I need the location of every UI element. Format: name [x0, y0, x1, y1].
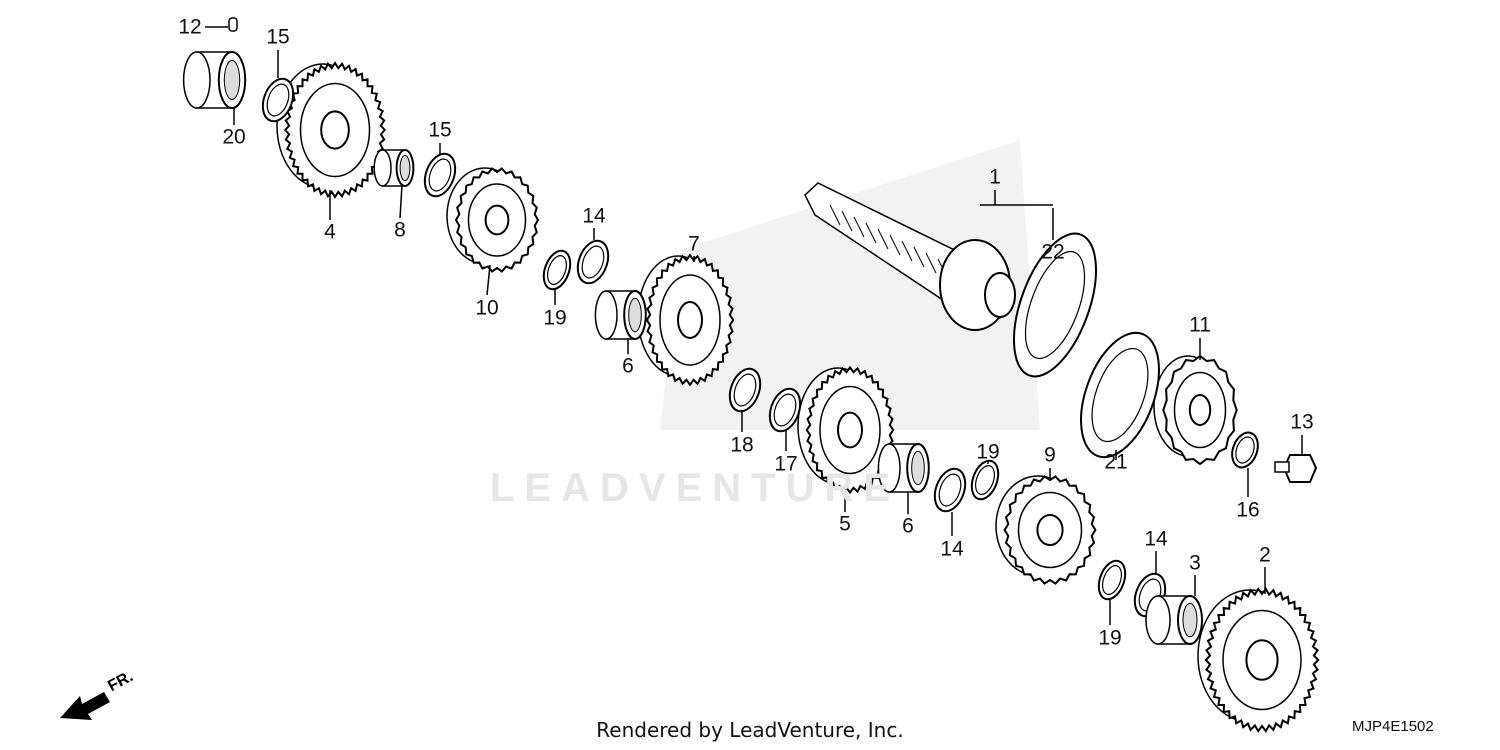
part-callout-18[interactable]: 18 [730, 433, 754, 457]
part-callout-11[interactable]: 11 [1189, 313, 1211, 337]
part-callout-13[interactable]: 13 [1290, 410, 1314, 434]
part-callout-2[interactable]: 2 [1259, 543, 1271, 567]
wing-watermark [660, 140, 1040, 430]
circlip-19[interactable] [539, 247, 575, 293]
part-callout-15[interactable]: 15 [266, 25, 290, 49]
leader-line [399, 184, 403, 219]
bushing-8[interactable] [373, 149, 415, 187]
front-arrow-icon [60, 692, 110, 720]
washer-14[interactable] [929, 465, 970, 516]
part-callout-6[interactable]: 6 [902, 514, 914, 538]
gear-7[interactable] [637, 253, 735, 387]
sprocket-11[interactable] [1153, 354, 1238, 466]
bolt-13[interactable] [1274, 454, 1318, 483]
part-callout-19[interactable]: 19 [1098, 626, 1122, 650]
watermark: LEADVENTURE [490, 466, 901, 510]
part-callout-12[interactable]: 12 [178, 15, 202, 39]
part-callout-1[interactable]: 1 [989, 165, 1001, 189]
part-callout-20[interactable]: 20 [222, 125, 246, 149]
mainshaft-1[interactable] [804, 182, 1016, 331]
part-callout-15[interactable]: 15 [428, 118, 452, 142]
part-callout-14[interactable]: 14 [940, 537, 964, 561]
bearing-6[interactable] [877, 443, 930, 493]
part-callout-3[interactable]: 3 [1189, 551, 1201, 575]
oring-22[interactable] [997, 223, 1112, 387]
bushing-3[interactable] [1145, 595, 1203, 645]
footer-credit: Rendered by LeadVenture, Inc. [596, 718, 904, 742]
leader-line [486, 264, 491, 296]
part-callout-8[interactable]: 8 [394, 218, 406, 242]
washer-15[interactable] [419, 150, 460, 201]
part-callout-5[interactable]: 5 [839, 512, 851, 536]
part-callout-21[interactable]: 21 [1104, 450, 1128, 474]
washer-18[interactable] [724, 365, 765, 416]
part-callout-6[interactable]: 6 [622, 354, 634, 378]
gear-2[interactable] [1197, 587, 1320, 733]
part-callout-9[interactable]: 9 [1044, 443, 1056, 467]
part-callout-14[interactable]: 14 [582, 204, 606, 228]
circlip-19[interactable] [1094, 557, 1130, 603]
part-callout-4[interactable]: 4 [324, 220, 336, 244]
part-callout-14[interactable]: 14 [1144, 527, 1168, 551]
gear-5[interactable] [797, 365, 895, 495]
part-callout-19[interactable]: 19 [543, 306, 567, 330]
washer-17[interactable] [764, 385, 805, 436]
gear-4[interactable] [276, 61, 387, 199]
washer-14[interactable] [572, 237, 613, 288]
circlip-19[interactable] [967, 457, 1003, 503]
gear-9[interactable] [995, 475, 1097, 585]
oil-seal-21[interactable] [1066, 322, 1174, 467]
part-callout-17[interactable]: 17 [774, 452, 798, 476]
pin-12[interactable] [228, 17, 238, 32]
part-callout-7[interactable]: 7 [688, 232, 700, 256]
diagram-code: MJP4E1502 [1352, 718, 1434, 735]
part-callout-22[interactable]: 22 [1041, 240, 1065, 264]
part-callout-19[interactable]: 19 [976, 440, 1000, 464]
part-callout-16[interactable]: 16 [1236, 498, 1260, 522]
part-callout-10[interactable]: 10 [475, 296, 499, 320]
washer-15[interactable] [257, 75, 298, 126]
washer-16[interactable] [1228, 429, 1263, 471]
bearing-6[interactable] [594, 290, 647, 340]
bearing-20[interactable] [182, 51, 247, 109]
gear-10[interactable] [446, 167, 540, 273]
